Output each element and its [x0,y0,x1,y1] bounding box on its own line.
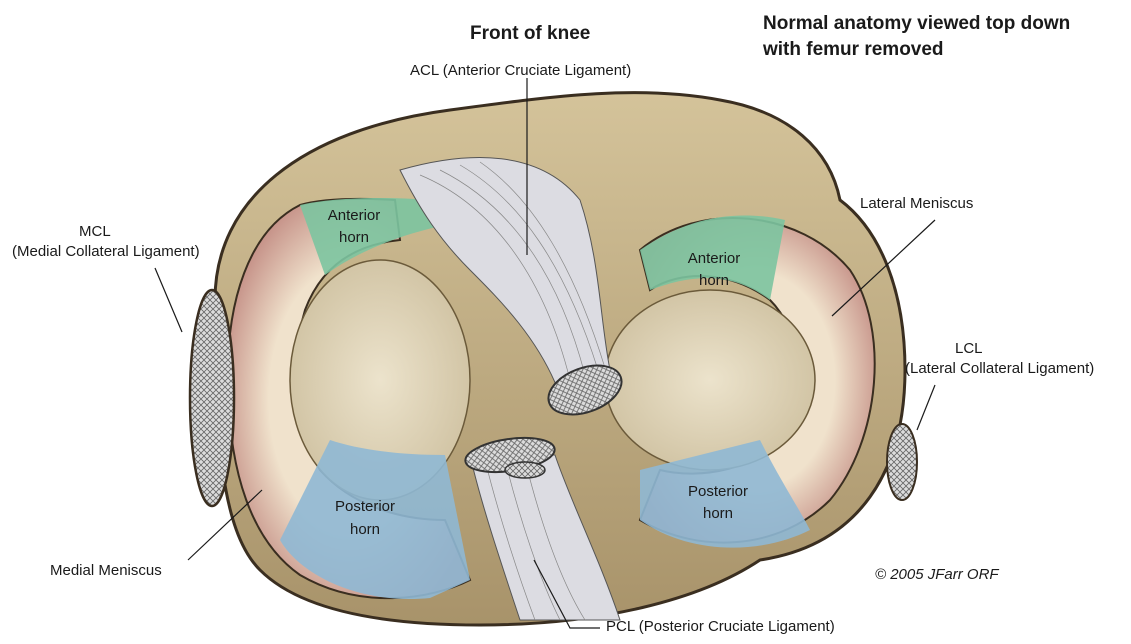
posterior-horn-lateral-label-1: Posterior [673,482,763,501]
mcl-label-line-2: (Medial Collateral Ligament) [12,242,200,261]
mcl-leader-line [155,268,182,332]
pcl-label: PCL (Posterior Cruciate Ligament) [606,617,835,636]
posterior-horn-medial-label-1: Posterior [320,497,410,516]
lcl-label-line-1: LCL [955,339,983,358]
pcl-inner-bundle [505,462,545,478]
anterior-horn-lateral-label-1: Anterior [676,249,752,268]
lcl-label-line-2: (Lateral Collateral Ligament) [905,359,1094,378]
anterior-horn-medial-label-2: horn [316,228,392,247]
mcl-ligament [190,290,234,506]
posterior-horn-medial-label-2: horn [320,520,410,539]
view-note-line-2: with femur removed [763,38,944,61]
front-of-knee-heading: Front of knee [470,22,590,45]
anterior-horn-lateral-label-2: horn [676,271,752,290]
lcl-ligament [887,424,917,500]
anterior-horn-medial-label-1: Anterior [316,206,392,225]
posterior-horn-lateral-label-2: horn [673,504,763,523]
acl-label: ACL (Anterior Cruciate Ligament) [410,61,631,80]
lateral-meniscus-label: Lateral Meniscus [860,194,973,213]
view-note-line-1: Normal anatomy viewed top down [763,12,1070,35]
lcl-leader-line [917,385,935,430]
copyright-notice: © 2005 JFarr ORF [875,565,999,584]
mcl-label-line-1: MCL [79,222,111,241]
lateral-plateau [605,290,815,470]
medial-meniscus-label: Medial Meniscus [50,561,162,580]
